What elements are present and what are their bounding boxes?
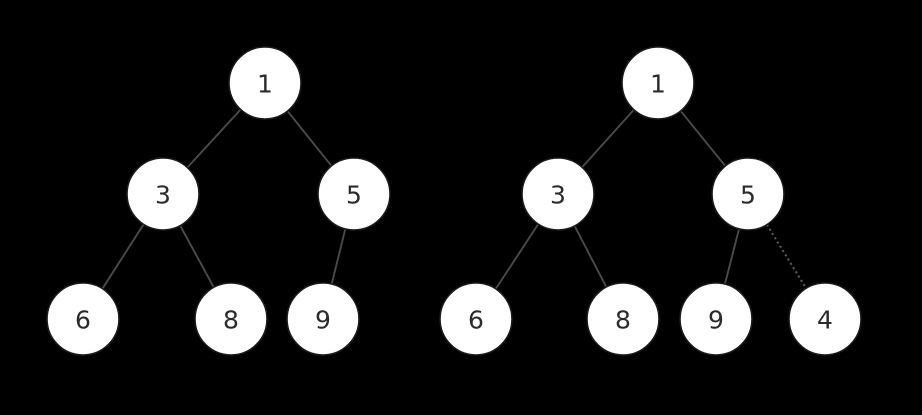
tree-edge-5-4 [765, 224, 808, 289]
node-circle-6[interactable] [46, 282, 120, 356]
tree-edge-1-3 [581, 108, 635, 169]
tree-node-4[interactable]: 4 [788, 282, 862, 356]
tree-node-1[interactable]: 1 [621, 46, 695, 120]
node-label-1: 1 [257, 70, 273, 99]
node-label-8: 8 [615, 306, 631, 335]
node-circle-4[interactable] [788, 282, 862, 356]
node-label-4: 4 [817, 306, 833, 335]
node-label-5: 5 [346, 181, 362, 210]
node-circle-8[interactable] [586, 282, 660, 356]
node-label-5: 5 [740, 181, 756, 210]
tree-node-9[interactable]: 9 [286, 282, 360, 356]
node-label-9: 9 [315, 306, 331, 335]
tree-edge-1-5 [286, 110, 333, 167]
tree-node-8[interactable]: 8 [194, 282, 268, 356]
tree-node-5[interactable]: 5 [317, 157, 391, 231]
node-circle-1[interactable] [621, 46, 695, 120]
tree-edge-3-6 [494, 223, 540, 290]
node-label-8: 8 [223, 306, 239, 335]
tree-node-6[interactable]: 6 [439, 282, 513, 356]
binary-tree-after-edges [494, 108, 808, 290]
node-circle-8[interactable] [194, 282, 268, 356]
tree-node-1[interactable]: 1 [228, 46, 302, 120]
tree-node-3[interactable]: 3 [126, 157, 200, 231]
tree-edge-3-6 [101, 223, 145, 290]
node-label-3: 3 [550, 181, 566, 210]
tree-node-6[interactable]: 6 [46, 282, 120, 356]
node-label-3: 3 [155, 181, 171, 210]
tree-node-3[interactable]: 3 [521, 157, 595, 231]
tree-edge-1-3 [186, 108, 242, 169]
binary-tree-after-nodes: 1 3 5 6 8 9 4 [439, 46, 862, 356]
node-circle-9[interactable] [286, 282, 360, 356]
tree-edge-1-5 [679, 110, 727, 167]
tree-edge-3-8 [573, 224, 608, 289]
tree-node-8[interactable]: 8 [586, 282, 660, 356]
node-circle-6[interactable] [439, 282, 513, 356]
edges-layer [101, 108, 808, 290]
node-circle-5[interactable] [711, 157, 785, 231]
tree-node-5[interactable]: 5 [711, 157, 785, 231]
tree-edge-5-9 [330, 227, 347, 286]
node-circle-3[interactable] [126, 157, 200, 231]
tree-edge-3-8 [179, 224, 215, 289]
node-circle-9[interactable] [679, 282, 753, 356]
binary-tree-before-edges [101, 108, 347, 290]
node-label-6: 6 [75, 306, 91, 335]
node-label-1: 1 [650, 70, 666, 99]
binary-tree-before-nodes: 1 3 5 6 8 9 [46, 46, 391, 356]
node-label-9: 9 [708, 306, 724, 335]
tree-edge-5-9 [723, 227, 741, 286]
nodes-layer: 1 3 5 6 8 9 1 3 5 6 8 9 4 [46, 46, 862, 356]
node-circle-5[interactable] [317, 157, 391, 231]
node-circle-1[interactable] [228, 46, 302, 120]
node-label-6: 6 [468, 306, 484, 335]
tree-node-9[interactable]: 9 [679, 282, 753, 356]
node-circle-3[interactable] [521, 157, 595, 231]
